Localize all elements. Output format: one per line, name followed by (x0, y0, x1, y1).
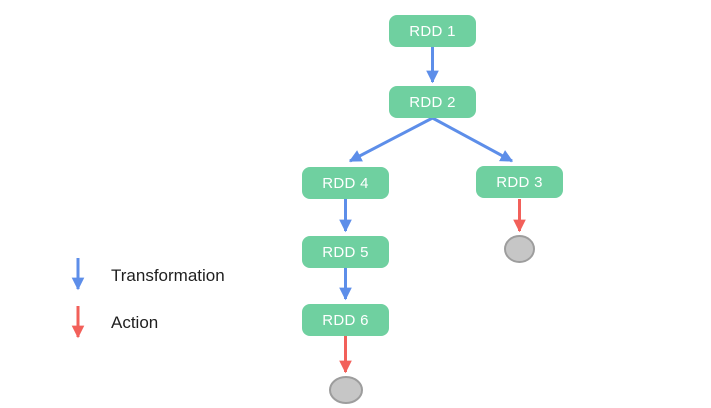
node-rdd3-label: RDD 3 (496, 173, 543, 191)
node-rdd5-label: RDD 5 (322, 243, 369, 261)
node-rdd1: RDD 1 (389, 15, 476, 47)
node-rdd6: RDD 6 (302, 304, 389, 336)
node-rdd4: RDD 4 (302, 167, 389, 199)
action-terminal-circle-rdd6 (329, 376, 363, 404)
legend-action-label: Action (111, 313, 159, 332)
node-rdd4-label: RDD 4 (322, 174, 369, 192)
legend-transformation-label: Transformation (111, 266, 225, 285)
node-rdd3: RDD 3 (476, 166, 563, 198)
node-rdd2: RDD 2 (389, 86, 476, 118)
edge-rdd2-rdd3 (431, 116, 514, 163)
node-rdd5: RDD 5 (302, 236, 389, 268)
edge-rdd2-rdd4 (348, 116, 434, 163)
node-rdd2-label: RDD 2 (409, 93, 456, 111)
node-rdd6-label: RDD 6 (322, 311, 369, 329)
node-rdd1-label: RDD 1 (409, 22, 456, 40)
action-terminal-circle-rdd3 (504, 235, 535, 263)
